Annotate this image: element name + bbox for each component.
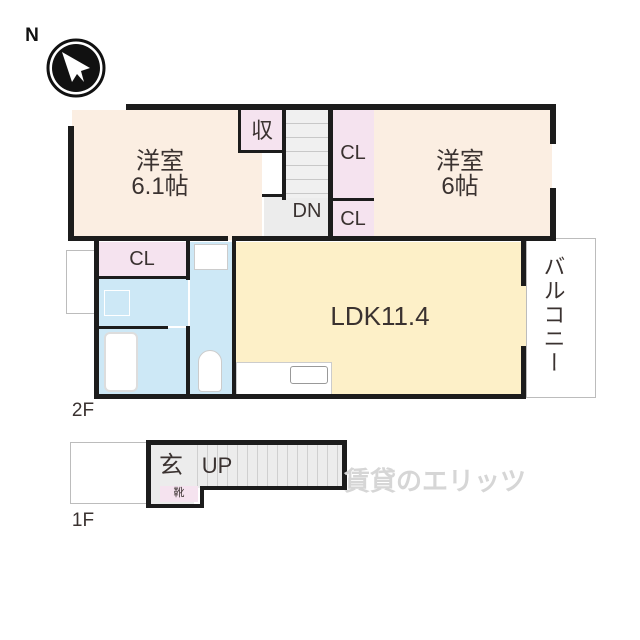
shoe-box-label: 靴 (173, 487, 185, 500)
wall (332, 198, 374, 201)
kitchen-counter (236, 362, 332, 396)
wall (94, 236, 99, 398)
wall (232, 236, 236, 398)
room-name: 洋室 (136, 147, 184, 175)
wall (550, 104, 556, 144)
wall (238, 104, 241, 152)
washing-machine-icon (104, 290, 130, 316)
wall (94, 394, 526, 399)
floor-1f-plan: 靴 玄 UP 1F (0, 420, 640, 540)
wall (521, 236, 526, 286)
closet-hall (98, 242, 186, 276)
sink-icon (194, 244, 228, 270)
closet-upper-label: CL (340, 141, 366, 164)
wall (186, 326, 190, 396)
wall (550, 188, 556, 240)
hall-floor-gray (264, 196, 330, 240)
entrance-label: 玄 (159, 452, 183, 480)
compass-north-label: N (25, 25, 39, 47)
floor-2f-label: 2F (71, 400, 95, 422)
wall (126, 104, 556, 110)
wall (342, 440, 347, 490)
wall (328, 104, 333, 238)
closet-upper (332, 110, 374, 200)
wall (68, 236, 228, 241)
balcony-label: バルコニー (540, 255, 566, 375)
wall (521, 346, 526, 398)
wall (146, 504, 204, 508)
north-arrow-icon (46, 38, 106, 98)
storage-room (240, 110, 284, 152)
shoe-box (160, 486, 198, 502)
wall (146, 440, 346, 445)
floor-2f-plan: 洋室 6.1帖 収 DN CL CL 洋室 6帖 CL LDK11.4 バルコニ… (66, 104, 596, 421)
wall (200, 486, 204, 508)
closet-hall-label: CL (129, 247, 155, 270)
wall (146, 440, 151, 508)
room-size: 6.1帖 (131, 173, 189, 200)
wall (68, 126, 74, 240)
room-size: 6帖 (441, 173, 479, 200)
kitchen-sink-icon (290, 366, 328, 384)
western-room-right-label: 洋室 6帖 (410, 142, 510, 206)
stairs-up-label: UP (201, 453, 233, 479)
washroom (98, 278, 188, 326)
toilet-icon (198, 350, 222, 392)
western-room-left (72, 110, 264, 240)
wall (238, 150, 284, 153)
wall (98, 326, 168, 329)
watermark-text: 賃貸のエリッツ (343, 466, 526, 497)
wall (98, 276, 190, 279)
storage-label: 収 (250, 118, 273, 144)
stairs-down (286, 110, 330, 198)
wall (186, 236, 190, 280)
closet-lower (332, 200, 374, 238)
ldk-label: LDK11.4 (330, 301, 430, 332)
wall (236, 236, 556, 241)
room-name: 洋室 (436, 147, 484, 175)
wall (282, 104, 286, 200)
balcony-outline (526, 238, 596, 398)
watermark: 賃貸のエリッツ (290, 462, 580, 502)
porch-outline (70, 442, 152, 504)
western-room-left-label: 洋室 6.1帖 (110, 142, 210, 206)
western-room-right (374, 110, 552, 240)
floor-1f-label: 1F (71, 510, 95, 532)
wall (262, 194, 284, 197)
wall (200, 486, 346, 490)
stairs-down-label: DN (292, 199, 322, 222)
closet-lower-label: CL (340, 207, 366, 230)
bathtub-icon (104, 332, 138, 392)
